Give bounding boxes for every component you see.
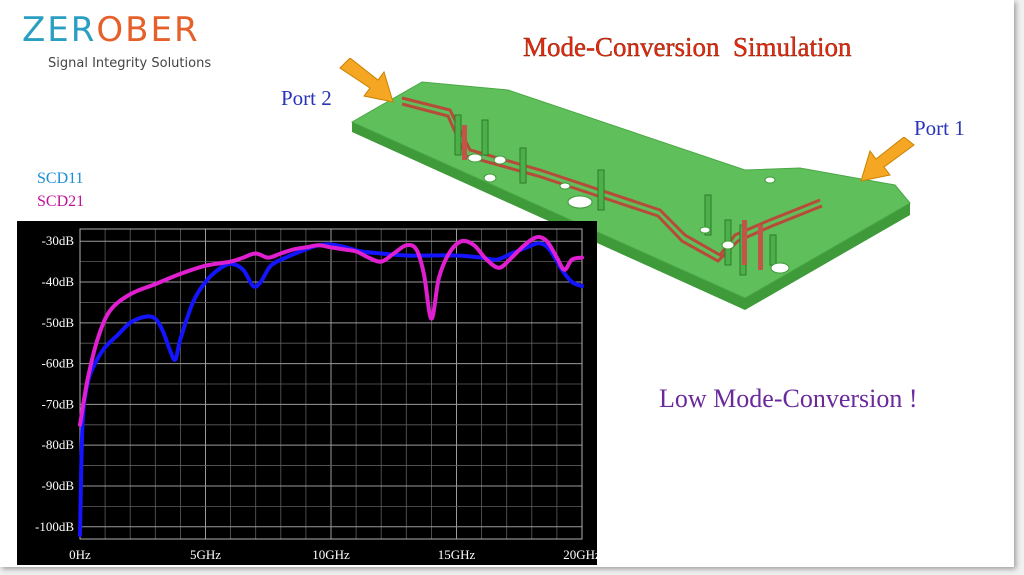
x-tick-label: 10GHz xyxy=(312,547,350,562)
x-tick-label: 5GHz xyxy=(190,547,221,562)
legend-scd11: SCD11 xyxy=(37,170,84,187)
pcb-board-illustration xyxy=(350,81,911,310)
slide-title: Mode-Conversion Simulation xyxy=(523,32,852,62)
low-mode-conversion-note: Low Mode-Conversion ! xyxy=(659,384,918,413)
y-tick-label: -100dB xyxy=(35,519,74,534)
logo-zer: ZER xyxy=(22,10,97,50)
y-tick-label: -50dB xyxy=(42,315,75,330)
slide: ZEROBER Signal Integrity Solutions Mode-… xyxy=(0,0,1014,567)
y-tick-label: -70dB xyxy=(42,396,75,411)
series-line-scd11 xyxy=(78,241,584,537)
chart-panel: -30dB -40dB -50dB -60dB -70dB -80dB -90dB -100d… xyxy=(17,221,597,565)
zerober-logo: ZEROBER xyxy=(22,13,200,47)
legend-scd21: SCD21 xyxy=(37,193,85,210)
logo-ber: BER xyxy=(125,10,200,50)
red-vias xyxy=(462,125,763,270)
y-tick-label: -40dB xyxy=(42,274,75,289)
y-tick-label: -80dB xyxy=(42,437,75,452)
port1-arrow-icon xyxy=(860,137,915,182)
series-line-scd21 xyxy=(78,235,584,427)
x-tick-label: 0Hz xyxy=(69,547,91,562)
port2-arrow-icon xyxy=(339,58,394,103)
x-tick-label: 15GHz xyxy=(438,547,476,562)
plot-frame xyxy=(79,228,583,540)
y-tick-label: -60dB xyxy=(42,356,75,371)
y-tick-label: -30dB xyxy=(42,233,75,248)
x-tick-label: 20GHz xyxy=(563,547,597,562)
logo-o: O xyxy=(96,10,126,50)
chart-svg: -30dB -40dB -50dB -60dB -70dB -80dB -90dB -100d… xyxy=(35,228,597,562)
board-holes xyxy=(467,153,790,274)
logo-tagline: Signal Integrity Solutions xyxy=(48,56,212,71)
y-tick-label: -90dB xyxy=(42,478,75,493)
port2-label: Port 2 xyxy=(281,86,332,110)
port1-label: Port 1 xyxy=(914,116,965,140)
